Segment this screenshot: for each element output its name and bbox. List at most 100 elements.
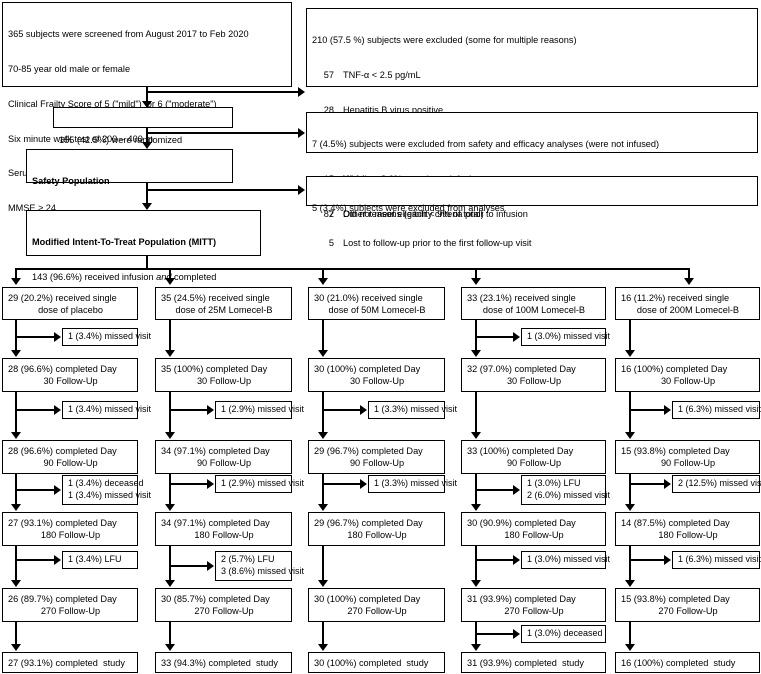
arm-lomecel-b-25m-drop-connector-2 [169,483,208,485]
excluded-from-safety-box: 7 (4.5%) subjects were excluded from saf… [306,112,758,219]
arm-lomecel-b-200m-connector-2 [629,474,631,505]
arm-lomecel-b-50m-stage-1-line1: 30 (100%) completed Day [314,364,421,374]
arm-placebo-stage-4-line2: 270 Follow-Up [40,606,101,616]
arm-placebo-completed-study-box: 27 (93.1%) completed study [2,652,138,673]
connector-branch-arm-3 [322,268,324,280]
arm-placebo-connector-0 [15,320,17,351]
arm-lomecel-b-50m-connector-3 [322,546,324,581]
arm-lomecel-b-50m-stage-4-line2: 270 Follow-Up [347,606,407,616]
arrowhead-branch-arm-1 [11,278,21,285]
arm-placebo-stage-2-line2: 90 Follow-Up [43,458,98,468]
arm-placebo-connector-1 [15,392,17,433]
arm-lomecel-b-100m-dropout-0-line-0: 1 (3.0%) missed visit [527,331,611,341]
arm-lomecel-b-200m-drop-connector-2 [629,483,665,485]
arm-lomecel-b-50m-dropout-1-line-0: 1 (3.3%) missed visit [374,404,458,414]
arm-lomecel-b-100m-arrowhead-3 [471,580,481,587]
arrowhead-screening-to-randomized [142,101,152,108]
arm-lomecel-b-50m-drop-arrowhead-2 [360,479,367,489]
arm-lomecel-b-25m-arrowhead-4 [165,644,175,651]
connector-screening-stem [146,87,148,93]
arm-lomecel-b-100m-stage-4-line1: 31 (93.9%) completed Day [467,594,576,604]
arm-lomecel-b-50m-dropout-box-2: 1 (3.3%) missed visit [368,475,457,493]
excluded-safety-header: 7 (4.5%) subjects were excluded from saf… [312,139,660,150]
connector-screening-to-excluded [146,91,298,93]
mitt-line1-b: completed [171,271,217,282]
arm-lomecel-b-200m-arrowhead-1 [625,432,635,439]
arm-lomecel-b-25m-connector-1 [169,392,171,433]
arm-lomecel-b-50m-arrowhead-1 [318,432,328,439]
arm-lomecel-b-200m-stage-0-line1: 16 (11.2%) received single [621,293,730,303]
arm-placebo-stage-2-line1: 28 (96.6%) completed Day [8,446,117,456]
arm-lomecel-b-50m-completed-study-box: 30 (100%) completed study [308,652,445,673]
arm-lomecel-b-200m-stage-3-line1: 14 (87.5%) completed Day [621,518,730,528]
arm-lomecel-b-200m-completed-study-text: 16 (100%) completed study [621,658,736,668]
arm-lomecel-b-100m-arrowhead-4 [471,644,481,651]
arm-placebo-stage-1-line2: 30 Follow-Up [43,376,98,386]
arm-lomecel-b-100m-stage-0-line2: dose of 100M Lomecel-B [482,305,586,315]
arm-lomecel-b-50m-arrowhead-2 [318,504,328,511]
arm-lomecel-b-50m-connector-2 [322,474,324,505]
arm-lomecel-b-200m-stage-4-line2: 270 Follow-Up [658,606,718,616]
arm-lomecel-b-50m-stage-3-line1: 29 (96.7%) completed Day [314,518,423,528]
arm-placebo-stage-0-line2: dose of placebo [38,305,103,315]
arm-lomecel-b-25m-dropout-box-1: 1 (2.9%) missed visit [215,401,304,419]
arm-placebo-dropout-1-line-0: 1 (3.4%) missed visit [68,404,152,414]
arm-lomecel-b-200m-dropout-3-line-0: 1 (6.3%) missed visit [678,554,761,564]
arm-lomecel-b-25m-dropout-3-line-1: 3 (8.6%) missed visit [221,565,305,576]
arm-lomecel-b-100m-stage-4-line2: 270 Follow-Up [504,606,564,616]
arm-placebo-drop-connector-0 [15,336,55,338]
arm-lomecel-b-25m-connector-4 [169,622,171,645]
arm-lomecel-b-50m-drop-connector-2 [322,483,361,485]
arm-lomecel-b-25m-drop-arrowhead-1 [207,405,214,415]
arm-lomecel-b-100m-stage-0-box: 33 (23.1%) received single dose of 100M L… [461,287,606,320]
arm-lomecel-b-200m-connector-3 [629,546,631,581]
arm-lomecel-b-100m-connector-3 [475,546,477,581]
arm-lomecel-b-100m-connector-1 [475,392,477,433]
connector-branch-bus [15,268,688,270]
arm-lomecel-b-100m-completed-study-text: 31 (93.9%) completed study [467,658,584,668]
arm-lomecel-b-25m-arrowhead-0 [165,350,175,357]
arm-lomecel-b-200m-dropout-1-line-0: 1 (6.3%) missed visit [678,404,761,414]
screening-line-6: MMSE ≥ 24 [8,203,56,214]
excl-scr-reason-1: TNF-α < 2.5 pg/mL [343,69,421,80]
arm-lomecel-b-100m-stage-0-line1: 33 (23.1%) received single [467,293,576,303]
arm-placebo-stage-2-box: 28 (96.6%) completed Day 90 Follow-Up [2,440,138,474]
arm-lomecel-b-200m-drop-arrowhead-3 [664,555,671,565]
screening-line-1: 365 subjects were screened from August 2… [8,29,249,40]
connector-safety-to-mitt [146,189,148,205]
arm-placebo-completed-study-text: 27 (93.1%) completed study [8,658,125,668]
excl-ana-reason-1: Lost to follow-up prior to the first fol… [343,237,532,248]
arm-placebo-connector-3 [15,546,17,581]
arm-lomecel-b-25m-stage-4-line2: 270 Follow-Up [194,606,254,616]
arm-lomecel-b-50m-connector-1 [322,392,324,433]
arm-lomecel-b-200m-drop-arrowhead-2 [664,479,671,489]
arm-lomecel-b-200m-arrowhead-4 [625,644,635,651]
arm-lomecel-b-25m-connector-2 [169,474,171,505]
arm-placebo-dropout-box-0: 1 (3.4%) missed visit [62,328,151,346]
excl-scr-reason-5: Other reasons (each < 9% of total) [343,209,484,220]
arm-lomecel-b-25m-dropout-box-2: 1 (2.9%) missed visit [215,475,305,493]
arm-lomecel-b-50m-stage-3-line2: 180 Follow-Up [347,530,407,540]
arm-lomecel-b-25m-stage-2-line1: 34 (97.1%) completed Day [161,446,270,456]
arm-lomecel-b-200m-connector-1 [629,392,631,433]
arm-lomecel-b-25m-dropout-2-line-0: 1 (2.9%) missed visit [221,478,305,488]
arm-placebo-drop-connector-1 [15,409,55,411]
connector-branch-arm-4 [475,268,477,280]
arm-lomecel-b-100m-dropout-2-line-1: 2 (6.0%) missed visit [527,489,611,500]
arm-lomecel-b-25m-completed-study-box: 33 (94.3%) completed study [155,652,292,673]
excluded-screening-header: 210 (57.5 %) subjects were excluded (som… [312,35,577,46]
arm-lomecel-b-50m-arrowhead-4 [318,644,328,651]
arm-lomecel-b-200m-arrowhead-2 [625,504,635,511]
arm-lomecel-b-200m-connector-4 [629,622,631,645]
arm-lomecel-b-100m-drop-connector-4 [475,633,514,635]
arm-placebo-drop-connector-3 [15,559,55,561]
